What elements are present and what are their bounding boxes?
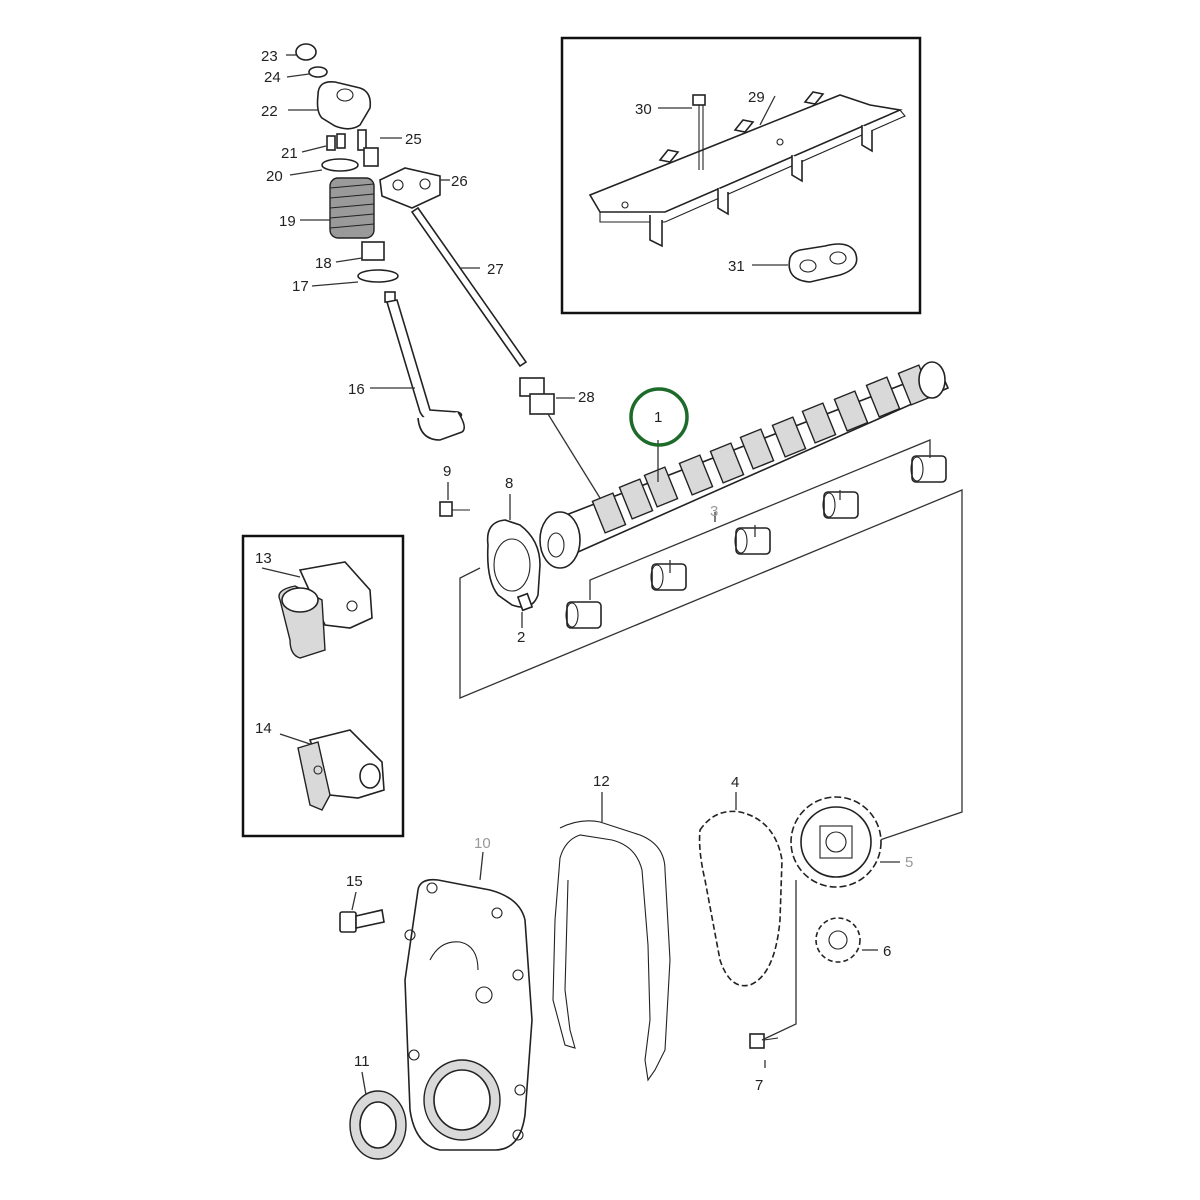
callout-10: 10 (474, 835, 491, 852)
callout-21: 21 (281, 145, 298, 162)
callout-31: 31 (728, 258, 745, 275)
callout-5: 5 (905, 854, 913, 871)
callout-18: 18 (315, 255, 332, 272)
callout-26: 26 (451, 173, 468, 190)
callout-27: 27 (487, 261, 504, 278)
callout-22: 22 (261, 103, 278, 120)
part-8-thrust-plate (486, 494, 541, 608)
callout-labels: 1 2 3 4 5 6 7 8 9 10 11 12 13 14 15 16 1… (255, 48, 913, 1094)
part-20-retainer (321, 158, 359, 172)
part-5-cam-sprocket (790, 796, 900, 888)
callout-7: 7 (755, 1077, 763, 1094)
bearing (565, 601, 602, 629)
callout-14: 14 (255, 720, 272, 737)
part-26-guide-plate (379, 167, 450, 209)
callout-15: 15 (346, 873, 363, 890)
callout-30: 30 (635, 101, 652, 118)
inset-rail-box (560, 36, 922, 315)
callout-25: 25 (405, 131, 422, 148)
callout-9: 9 (443, 463, 451, 480)
part-15-bolt (339, 891, 385, 933)
inset-sensor-box (241, 534, 405, 838)
part-25-stud (357, 129, 402, 167)
part-28-lifter (519, 377, 601, 499)
callout-11: 11 (354, 1053, 370, 1070)
bearing (822, 491, 859, 519)
part-3-bearings (565, 439, 947, 629)
part-31-gasket (788, 243, 858, 283)
callout-8: 8 (505, 475, 513, 492)
part-17-washer (357, 269, 399, 283)
part-6-crank-sprocket (815, 917, 878, 963)
part-11-seal (349, 1071, 407, 1160)
callout-17: 17 (292, 278, 309, 295)
part-18-seal (361, 241, 385, 261)
part-9-bolt (439, 482, 470, 517)
callout-28: 28 (578, 389, 595, 406)
callout-3: 3 (710, 503, 718, 520)
part-24-washer (308, 66, 328, 78)
callout-23: 23 (261, 48, 278, 65)
bearing (910, 455, 947, 483)
part-13-sensor (261, 561, 373, 659)
part-30-bolt (692, 94, 706, 170)
part-1-camshaft (539, 361, 950, 569)
part-19-spring (300, 177, 375, 239)
callout-12: 12 (593, 773, 610, 790)
part-21-keepers (301, 133, 346, 153)
callout-24: 24 (264, 69, 281, 86)
part-4-timing-chain (698, 792, 783, 987)
part-29-rocker-rail (588, 91, 906, 248)
inset-frame (560, 36, 922, 315)
callout-16: 16 (348, 381, 365, 398)
part-10-timing-cover (404, 851, 533, 1151)
part-27-pushrod (410, 206, 528, 368)
part-7-bolt (749, 880, 797, 1068)
part-16-valve (370, 291, 466, 441)
callout-2: 2 (517, 629, 525, 646)
sensor-inset-frame (241, 534, 405, 838)
callout-20: 20 (266, 168, 283, 185)
callout-19: 19 (279, 213, 296, 230)
callout-4: 4 (731, 774, 739, 791)
callout-6: 6 (883, 943, 891, 960)
callout-13: 13 (255, 550, 272, 567)
callout-29: 29 (748, 89, 765, 106)
callout-1-highlight (629, 387, 689, 447)
assembly-bracket (459, 489, 963, 841)
part-14-sensor (279, 729, 385, 811)
part-22-rocker-arm (288, 80, 372, 130)
bearing (734, 527, 771, 555)
part-23-nut (295, 43, 317, 61)
bearing (650, 563, 687, 591)
callout-1: 1 (654, 409, 662, 426)
part-12-gasket (552, 792, 671, 1082)
part-2-pin (516, 592, 534, 628)
valve-train-group (286, 43, 601, 499)
